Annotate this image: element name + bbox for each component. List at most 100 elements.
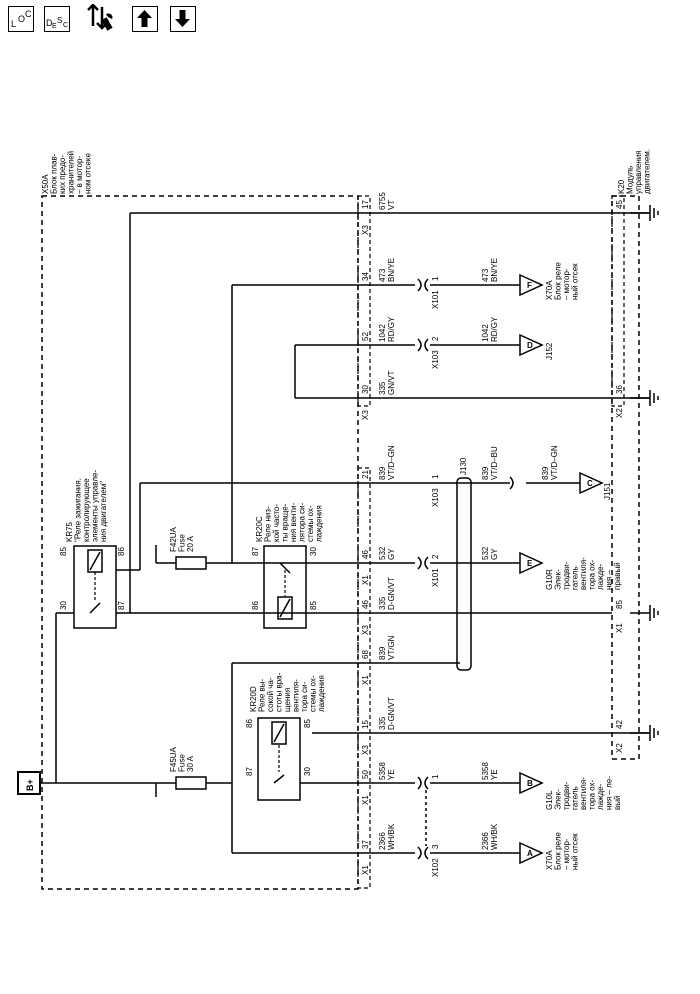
wire-color2-10: WH/BK: [490, 823, 499, 850]
kr75-pin-86: 86: [117, 547, 126, 556]
dest-letter-2: D: [527, 341, 533, 350]
j130-label: J130: [459, 457, 468, 475]
dest-letter-10: A: [527, 849, 533, 858]
wire-pin-0: 17: [361, 200, 370, 209]
k20-conn-6: X1: [615, 623, 624, 633]
g10l-label-line-2: тродви-: [562, 781, 571, 810]
kr20c-label-line-3: ты враще-: [281, 503, 290, 542]
inline-pin-4: 1: [431, 474, 440, 479]
arrow-down-button[interactable]: [170, 6, 196, 32]
kr75-pin-87: 87: [117, 601, 126, 610]
inline-pin-2: 2: [431, 336, 440, 341]
k20-conn-8: X2: [615, 743, 624, 753]
k20-pin-6: 85: [615, 600, 624, 609]
battery-label: B+: [25, 779, 35, 791]
wire-circuit-9: 5358: [378, 762, 387, 780]
circuit-tools-icon[interactable]: [84, 3, 116, 34]
kr20d-label-line-7: стемы ох-: [309, 675, 318, 712]
f42ua-label-line-1: Fuse: [178, 534, 187, 552]
k20-pin-3: 36: [615, 385, 624, 394]
arrow-down-icon: [175, 10, 190, 27]
j151-label: J151: [603, 482, 612, 500]
kr20d-label-line-6: тора си-: [300, 681, 309, 712]
x70a-top-label-line-3: ный отсек: [571, 263, 580, 300]
x70a-bot-label-line-2: – мотор-: [562, 838, 571, 870]
loc-l-glyph: L: [11, 19, 17, 29]
wire-color2-5: GY: [490, 548, 499, 560]
wire-circuit2-1: 473: [481, 268, 490, 282]
kr75-label-line-2: контролирующее: [82, 478, 91, 542]
kr20c-label-line-7: лаждения: [315, 505, 324, 542]
wire-circuit2-2: 1042: [481, 324, 490, 342]
kr75-label-line-1: "Реле зажигания,: [74, 478, 83, 542]
wire-color-4: VT/D–GN: [387, 445, 396, 480]
arrow-up-icon: [137, 10, 152, 27]
kr20c-label-line-0: KR20C: [255, 516, 264, 542]
loc-o-glyph: O: [18, 14, 26, 24]
g10r-label-line-1: Элек-: [554, 569, 563, 590]
f45ua-label-line-0: F45UA: [169, 746, 178, 772]
kr20d-pin-87: 87: [245, 767, 254, 776]
wire-circuit-4: 839: [378, 466, 387, 480]
wire-circuit-7: 839: [378, 646, 387, 660]
wire-circuit2-4: 839: [481, 466, 490, 480]
connector-boxes: [357, 195, 625, 889]
location-button[interactable]: L O C: [8, 6, 34, 32]
desc-d-glyph: D: [46, 18, 53, 28]
arrow-up-button[interactable]: [132, 6, 158, 32]
wire-conn-7: X1: [361, 675, 370, 685]
wire-conn-3: X3: [361, 410, 370, 420]
wire-pin-2: 52: [361, 332, 370, 341]
wire-color-1: BN/YE: [387, 258, 396, 282]
wire-conn-9: X1: [361, 795, 370, 805]
g10r-label-line-8: правый: [613, 562, 622, 590]
description-button[interactable]: D E S C: [44, 6, 70, 32]
kr20c-label-line-5: лятора си-: [298, 502, 307, 542]
splice-j130: [456, 477, 472, 671]
g10l-label-line-3: гатель: [571, 786, 580, 810]
wire-pin-5: 46: [361, 550, 370, 559]
kr20c-label-line-1: Реле низ-: [264, 506, 273, 542]
f45ua-label-line-1: Fuse: [178, 754, 187, 772]
wire-pin-4: 21: [361, 470, 370, 479]
dest-letter-5: E: [527, 559, 533, 568]
desc-c-glyph: C: [63, 22, 69, 29]
inline-connectors: [417, 278, 514, 860]
wire-circuit-1: 473: [378, 268, 387, 282]
kr20c-label-line-2: кой часто-: [272, 504, 281, 542]
fuse-f45ua: [175, 776, 207, 790]
wire-color-8: D-GN/VT: [387, 697, 396, 730]
x70a-bot-label-line-0: X70A: [545, 850, 554, 870]
kr75-pin-30: 30: [59, 601, 68, 610]
wire-pin-10: 37: [361, 840, 370, 849]
relay-kr75: [73, 545, 117, 629]
wire-pin-3: 30: [361, 385, 370, 394]
wire-color-0: VT: [387, 200, 396, 210]
g10l-label-line-8: вый: [613, 796, 622, 810]
wire-conn-0: X3: [361, 225, 370, 235]
wire-color-7: VT/GN: [387, 635, 396, 660]
kr20d-pin-85: 85: [303, 719, 312, 728]
kr75-label-line-0: KR75: [65, 521, 74, 542]
f42ua-label-line-0: F42UA: [169, 526, 178, 552]
wire-conn-6: X3: [361, 625, 370, 635]
kr20d-label-line-8: лаждения: [317, 675, 326, 712]
wire-pin-7: 68: [361, 650, 370, 659]
kr20c-pin-87: 87: [251, 547, 260, 556]
x70a-bot-label-line-1: Блок реле: [554, 832, 563, 870]
dest-letter-1: F: [527, 281, 532, 290]
x50a-label-line-0: X50A: [41, 174, 50, 194]
x70a-top-label-line-0: X70A: [545, 280, 554, 300]
wire-color2-4: VT/D–BU: [490, 446, 499, 480]
kr20c-label-line-4: ния венти-: [289, 502, 298, 542]
wire-circuit-5: 532: [378, 546, 387, 560]
g10r-label-line-7: ния –: [605, 570, 614, 590]
wire-circuit-2: 1042: [378, 324, 387, 342]
fuse-block-x50a-outline: [41, 195, 359, 890]
k20-label-line-2: управления: [634, 150, 643, 194]
g10l-label-line-7: ния – ле-: [605, 776, 614, 810]
dest-letter-9: B: [527, 779, 533, 788]
desc-s-glyph: S: [57, 16, 63, 25]
wire-color3-4: VT/D–GN: [550, 445, 559, 480]
